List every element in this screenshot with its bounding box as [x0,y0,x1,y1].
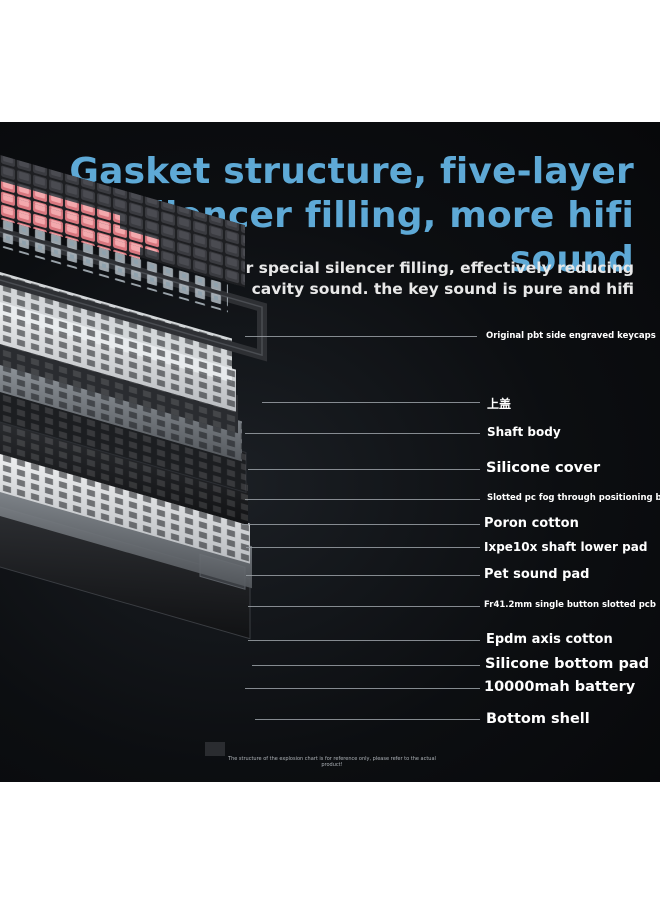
epdm-cotton-layer [0,446,250,564]
headline: Gasket structure, five-layer silencer fi… [34,150,634,282]
keycap-layer [0,152,245,288]
leader-line [255,719,480,720]
layer-label-pcb: Fr41.2mm single button slotted pcb [484,600,656,610]
disclaimer-footnote: The structure of the explosion chart is … [228,756,436,768]
layer-label-battery: 10000mah battery [484,679,636,695]
layer-label-bottom-shell: Bottom shell [486,711,590,727]
layer-label-positioning-board: Slotted pc fog through positioning board [487,493,660,503]
leader-line [248,640,480,641]
product-explosion-panel: Gasket structure, five-layer silencer fi… [0,122,660,782]
layer-label-shaft-body: Shaft body [487,425,561,439]
layer-label-pet-pad: Pet sound pad [484,567,590,582]
layer-label-poron-cotton: Poron cotton [484,516,579,531]
leader-line [245,433,480,434]
layer-label-silicone-cover: Silicone cover [486,460,601,476]
keyboard-exploded-illustration [0,152,267,756]
layer-label-epdm: Epdm axis cotton [486,632,613,647]
leader-line [248,606,480,607]
leader-line [245,336,477,337]
layer-label-keycaps: Original pbt side engraved keycaps [486,331,656,341]
leader-line [246,547,480,548]
leader-line [252,665,480,666]
subheadline-line-2: cavity sound. the key sound is pure and … [251,280,634,298]
layer-label-ixpe-pad: Ixpe10x shaft lower pad [484,540,648,554]
headline-line-1: Gasket structure, five-layer [69,151,634,192]
usb-port-block [205,742,225,756]
layer-label-top-case: 上盖 [487,397,512,411]
subheadline: 5-layer special silencer filling, effect… [174,258,635,300]
leader-line [246,575,480,576]
leader-line [242,524,480,525]
subheadline-line-1: 5-layer special silencer filling, effect… [192,259,635,277]
leader-line [245,688,480,689]
leader-line [248,469,480,470]
layer-label-silicone-bottom-pad: Silicone bottom pad [485,656,649,672]
leader-line [245,499,480,500]
leader-line [262,402,480,403]
